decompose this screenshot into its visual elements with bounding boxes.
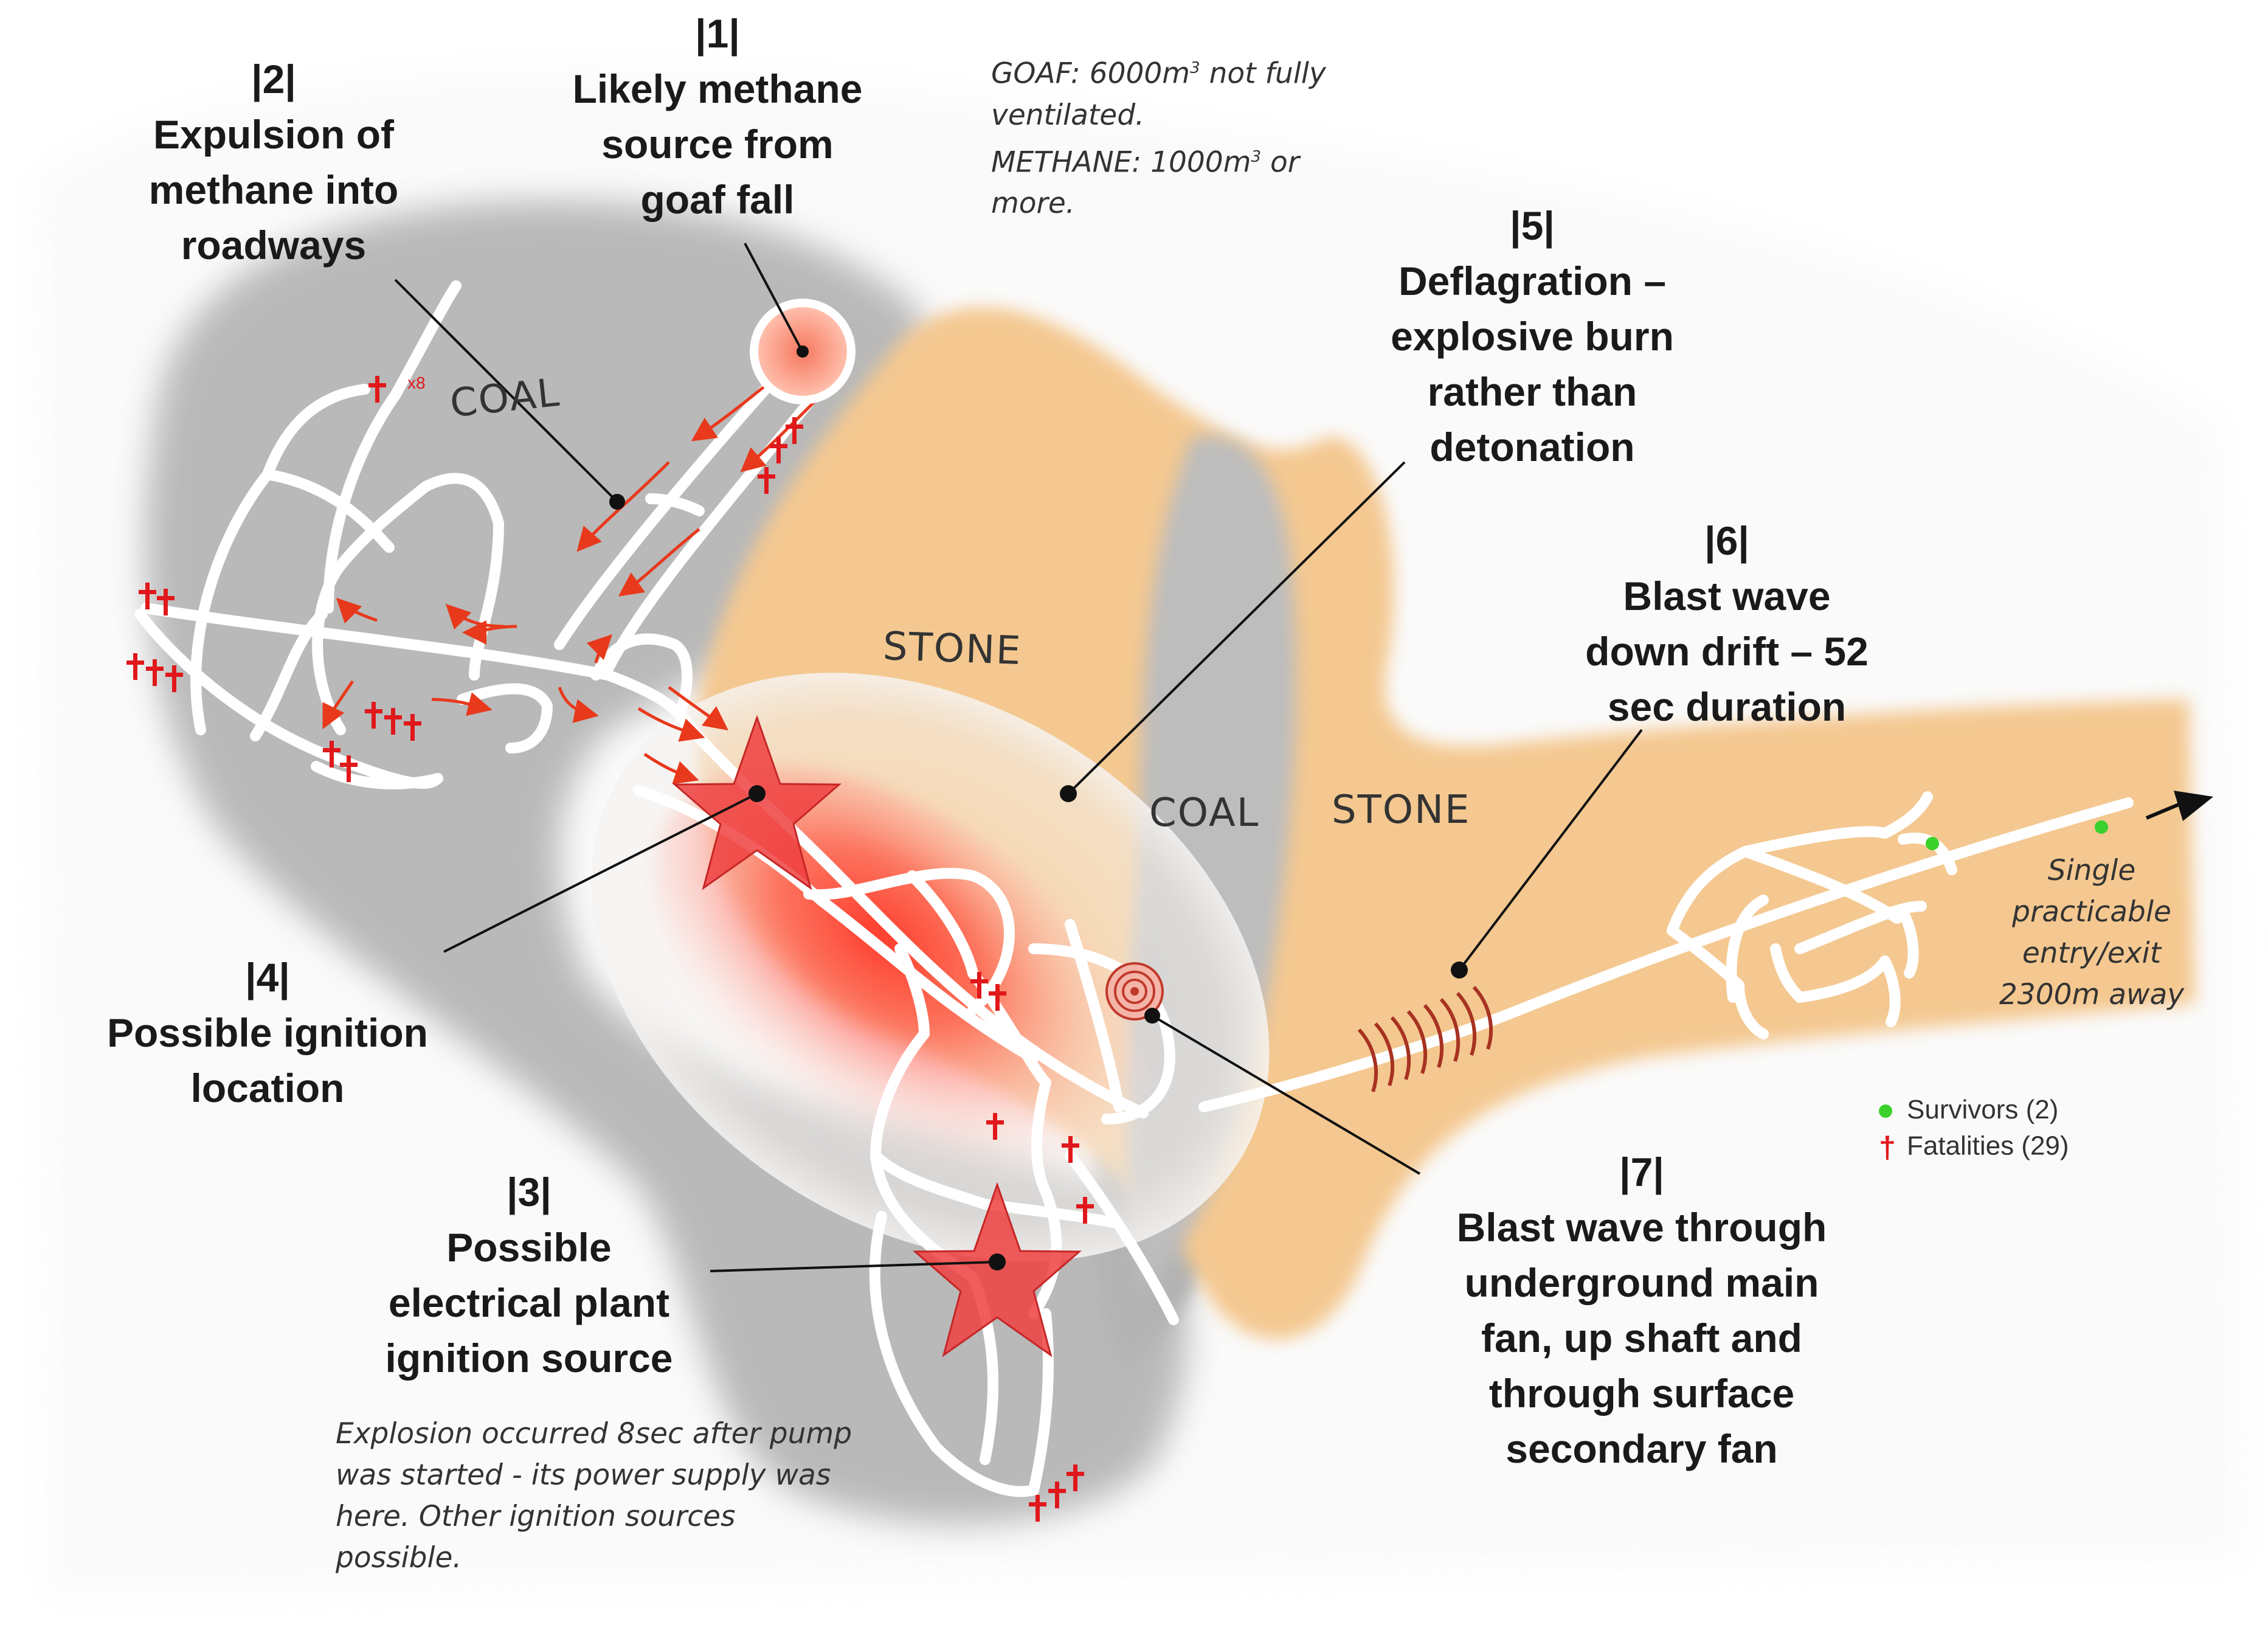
callout-number: |3| [506,1170,551,1215]
methane-note-line: METHANE: 1000m3 or [991,136,1356,184]
ignition-star-location [672,715,842,890]
callout-2: |2| Expulsion of methane into roadways [103,52,444,273]
callout-line: Blast wave through [1456,1205,1827,1250]
main-fan-marker [1105,962,1164,1021]
explosion-note-line: was started - its power supply was [336,1458,831,1492]
blast-wave-arcs [1357,985,1493,1092]
callout-line: goaf fall [640,177,795,222]
callout-line: source from [601,122,834,167]
callout-line: roadways [181,223,367,268]
callout-line: through surface [1488,1371,1795,1416]
survivor-marker [1926,837,1939,850]
callout-number: |4| [245,955,290,1000]
methane-source-point [797,345,809,358]
explosion-note-line: here. Other ignition sources [336,1500,736,1533]
goaf-methane-note: GOAF: 6000m3 not fully ventilated. METHA… [991,47,1356,224]
exit-note-line: Single [2047,854,2136,887]
callout-leaders [394,243,1643,1272]
callout-line: rather than [1427,369,1637,414]
exit-note-line: 2300m away [1999,978,2185,1011]
callout-line: explosive burn [1391,314,1674,359]
explosion-note: Explosion occurred 8sec after pump was s… [336,1413,883,1579]
callout-line: sec duration [1607,684,1847,729]
goaf-note-line2: ventilated. [991,98,1144,132]
methane-note-line2: more. [991,187,1075,221]
callout-line: Expulsion of [153,112,394,157]
roadways [134,280,2134,1497]
rock-label-stone-mid: STONE [1332,788,1471,833]
callout-number: |5| [1510,203,1555,248]
exit-note-line: practicable [2012,895,2171,929]
exit-arrow-head [2174,791,2213,821]
callout-5: |5| Deflagration – explosive burn rather… [1350,198,1715,475]
callout-4: |4| Possible ignition location [91,950,444,1116]
legend-survivors: Survivors (2) [1879,1095,2058,1125]
legend-fatalities-label: Fatalities (29) [1907,1131,2069,1161]
callout-number: |6| [1704,518,1749,563]
callout-line: Possible ignition [106,1010,429,1055]
goaf-volume-text: GOAF: 6000m [991,57,1191,91]
callout-line: Deflagration – [1398,258,1667,303]
callout-line: secondary fan [1506,1426,1778,1471]
exit-note-line: entry/exit [2022,937,2162,970]
callout-line: electrical plant [388,1280,670,1325]
fatality-count-multiplier: x8 [407,373,426,392]
legend-survivors-label: Survivors (2) [1907,1095,2059,1125]
goaf-volume-suffix: not fully [1200,57,1326,91]
survivor-legend-icon [1879,1104,1892,1118]
callout-line: fan, up shaft and [1481,1315,1802,1360]
goaf-volume-superscript: 3 [1190,59,1200,77]
callout-line: location [190,1066,345,1111]
methane-volume-text: METHANE: 1000m [991,145,1251,179]
callout-line: Possible [446,1225,612,1270]
callout-line: detonation [1430,425,1635,470]
callout-1: |1| Likely methane source from goaf fall [547,6,888,227]
explosion-note-line: possible. [336,1541,462,1575]
callout-line: down drift – 52 [1585,629,1869,674]
methane-volume-suffix: or [1261,145,1300,179]
leader-endpoints [609,494,1468,1270]
fatality-legend-icon: † [1879,1131,1896,1165]
fatality-markers [126,376,1094,1522]
explosion-note-line: Explosion occurred 8sec after pump [336,1417,852,1451]
callout-7: |7| Blast wave through underground main … [1423,1145,1861,1477]
rock-label-stone-top: STONE [882,624,1023,674]
callout-6: |6| Blast wave down drift – 52 sec durat… [1544,513,1909,735]
ignition-glow [653,766,1147,1204]
callout-line: Blast wave [1623,574,1831,619]
rock-label-coal-mid: COAL [1149,791,1260,836]
methane-volume-superscript: 3 [1251,147,1262,166]
callout-number: |1| [695,11,740,56]
callout-number: |7| [1619,1149,1664,1194]
legend-fatalities: † Fatalities (29) [1879,1130,2069,1165]
callout-line: methane into [148,167,399,212]
exit-note: Single practicable entry/exit 2300m away [1970,850,2213,1016]
survivor-marker [2095,820,2108,834]
exit-arrow-shaft [2145,801,2184,820]
callout-line: underground main [1464,1260,1819,1305]
callout-line: ignition source [385,1336,673,1381]
callout-number: |2| [251,57,296,102]
goaf-note-line: GOAF: 6000m3 not fully [991,47,1356,95]
callout-line: Likely methane [572,66,863,111]
callout-3: |3| Possible electrical plant ignition s… [353,1165,705,1386]
